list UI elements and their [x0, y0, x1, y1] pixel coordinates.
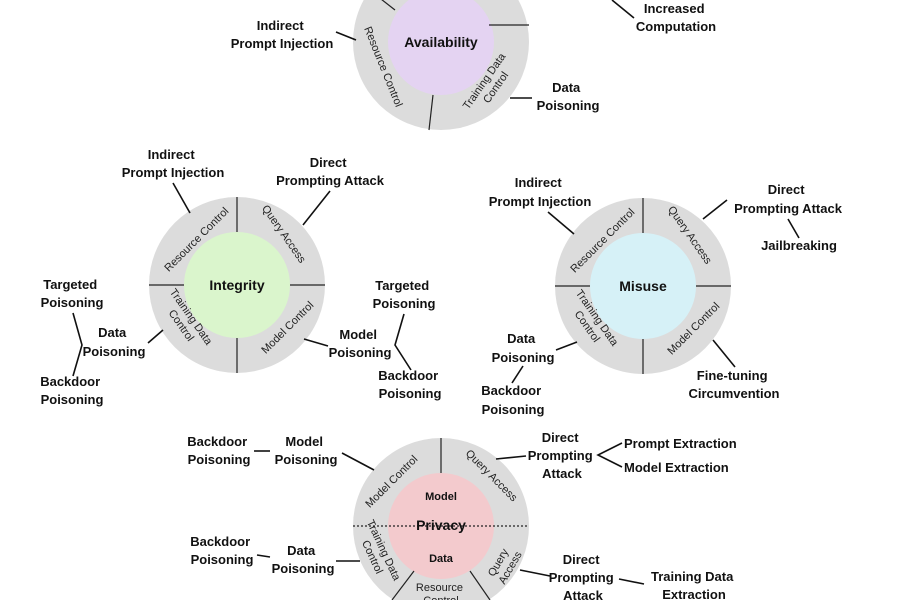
- privacy-annotations: Backdoor Poisoning Model Poisoning Direc…: [187, 430, 737, 600]
- misuse-direct-line1: Direct: [768, 182, 806, 197]
- privacy-direct-prompting-attack-bottom: Direct Prompting Attack: [549, 552, 618, 600]
- integrity-backdoor-right-line2: Poisoning: [379, 386, 442, 401]
- misuse-core: [590, 233, 696, 339]
- integrity-backdoor-right-line1: Backdoor: [378, 368, 438, 383]
- privacy-backdoor-top-line2: Poisoning: [188, 452, 251, 467]
- privacy-data-line2: Poisoning: [272, 561, 335, 576]
- privacy-center-data: Data: [429, 553, 454, 565]
- privacy-prompt-extraction: Prompt Extraction: [624, 436, 737, 451]
- misuse-annotations: Indirect Prompt Injection Direct Prompti…: [481, 175, 842, 417]
- integrity-data-line1: Data: [98, 325, 127, 340]
- availability-center-label: Availability: [404, 34, 478, 50]
- integrity-indirect-line1: Indirect: [148, 147, 196, 162]
- availability-wheel: Availability Resource Control Training D…: [353, 0, 529, 131]
- privacy-backdoor-bottom-line2: Poisoning: [191, 552, 254, 567]
- integrity-backdoor-left-line1: Backdoor: [40, 374, 100, 389]
- integrity-targeted-left-line2: Poisoning: [41, 295, 104, 310]
- availability-increased-computation: Increased Computation: [636, 1, 716, 34]
- misuse-backdoor-line1: Backdoor: [481, 383, 541, 398]
- privacy-tde-line2: Extraction: [662, 587, 726, 600]
- integrity-direct-prompting-attack: Direct Prompting Attack: [276, 155, 385, 188]
- privacy-direct-bottom-line2: Prompting: [549, 570, 614, 585]
- integrity-center-label: Integrity: [209, 277, 264, 293]
- privacy-ring-rc-line1: Resource: [416, 582, 463, 594]
- availability-data-line1: Data: [552, 80, 581, 95]
- integrity-targeted-poisoning-right: Targeted Poisoning: [373, 278, 436, 311]
- integrity-indirect-prompt-injection: Indirect Prompt Injection: [122, 147, 225, 180]
- privacy-model-line2: Poisoning: [275, 452, 338, 467]
- privacy-ring-resource-control: Resource Control: [416, 582, 466, 600]
- misuse-data-line2: Poisoning: [492, 350, 555, 365]
- privacy-direct-top-line1: Direct: [542, 430, 580, 445]
- misuse-finetuning-circumvention: Fine-tuning Circumvention: [688, 368, 779, 401]
- availability-core: [388, 0, 494, 95]
- privacy-ring-rc-line2: Control: [423, 595, 458, 600]
- integrity-targeted-right-line1: Targeted: [375, 278, 429, 293]
- integrity-annotations: Indirect Prompt Injection Direct Prompti…: [40, 147, 442, 407]
- availability-indirect-line1: Indirect: [257, 18, 305, 33]
- misuse-wheel: Misuse Resource Control Query Access Tra…: [555, 198, 731, 374]
- misuse-data-poisoning: Data Poisoning: [492, 331, 555, 365]
- privacy-tde-line1: Training Data: [651, 569, 734, 584]
- integrity-data-poisoning: Data Poisoning: [83, 325, 146, 359]
- misuse-center-label: Misuse: [619, 278, 667, 294]
- privacy-data-poisoning: Data Poisoning: [272, 543, 335, 576]
- privacy-direct-bottom-line3: Attack: [563, 588, 604, 600]
- privacy-direct-top-line3: Attack: [542, 466, 583, 481]
- misuse-jailbreaking: Jailbreaking: [761, 238, 837, 253]
- privacy-backdoor-top-line1: Backdoor: [187, 434, 247, 449]
- availability-data-line2: Poisoning: [537, 98, 600, 113]
- privacy-direct-prompting-attack-top: Direct Prompting Attack: [528, 430, 597, 481]
- integrity-model-poisoning: Model Poisoning: [329, 327, 392, 360]
- privacy-direct-top-line2: Prompting: [528, 448, 593, 463]
- misuse-indirect-prompt-injection: Indirect Prompt Injection: [489, 175, 592, 209]
- privacy-model-poisoning: Model Poisoning: [275, 434, 338, 467]
- availability-annotations: Indirect Prompt Injection Increased Comp…: [231, 0, 716, 113]
- integrity-direct-line1: Direct: [310, 155, 348, 170]
- privacy-training-data-extraction: Training Data Extraction: [651, 569, 737, 600]
- integrity-data-line2: Poisoning: [83, 344, 146, 359]
- misuse-direct-prompting-attack: Direct Prompting Attack: [734, 182, 843, 216]
- integrity-core: [184, 232, 290, 338]
- availability-indirect-line2: Prompt Injection: [231, 36, 334, 51]
- integrity-targeted-poisoning-left: Targeted Poisoning: [41, 277, 104, 310]
- privacy-model-line1: Model: [285, 434, 323, 449]
- privacy-center-model: Model: [425, 491, 457, 503]
- privacy-wheel: Model Privacy Data Model Control Query A…: [353, 438, 529, 600]
- privacy-data-line1: Data: [287, 543, 316, 558]
- misuse-direct-line2: Prompting Attack: [734, 201, 843, 216]
- misuse-data-line1: Data: [507, 331, 536, 346]
- privacy-model-extraction: Model Extraction: [624, 460, 729, 475]
- misuse-finetuning-line2: Circumvention: [688, 386, 779, 401]
- integrity-model-line1: Model: [339, 327, 377, 342]
- privacy-backdoor-poisoning-top: Backdoor Poisoning: [187, 434, 251, 467]
- misuse-finetuning-line1: Fine-tuning: [697, 368, 768, 383]
- privacy-center-label: Privacy: [416, 517, 466, 533]
- integrity-direct-line2: Prompting Attack: [276, 173, 385, 188]
- availability-increased-line1: Increased: [644, 1, 705, 16]
- integrity-backdoor-poisoning-right: Backdoor Poisoning: [378, 368, 442, 401]
- privacy-backdoor-bottom-line1: Backdoor: [190, 534, 250, 549]
- privacy-backdoor-poisoning-bottom: Backdoor Poisoning: [190, 534, 254, 567]
- integrity-targeted-left-line1: Targeted: [43, 277, 97, 292]
- integrity-indirect-line2: Prompt Injection: [122, 165, 225, 180]
- availability-data-poisoning: Data Poisoning: [537, 80, 600, 113]
- misuse-backdoor-poisoning: Backdoor Poisoning: [481, 383, 545, 417]
- integrity-targeted-right-line2: Poisoning: [373, 296, 436, 311]
- privacy-direct-bottom-line1: Direct: [563, 552, 601, 567]
- misuse-indirect-line2: Prompt Injection: [489, 194, 592, 209]
- integrity-backdoor-left-line2: Poisoning: [41, 392, 104, 407]
- misuse-backdoor-line2: Poisoning: [482, 402, 545, 417]
- integrity-wheel: Integrity Resource Control Query Access …: [149, 197, 325, 373]
- availability-increased-line2: Computation: [636, 19, 716, 34]
- availability-indirect-prompt-injection: Indirect Prompt Injection: [231, 18, 334, 51]
- misuse-indirect-line1: Indirect: [515, 175, 563, 190]
- integrity-model-line2: Poisoning: [329, 345, 392, 360]
- integrity-backdoor-poisoning-left: Backdoor Poisoning: [40, 374, 104, 407]
